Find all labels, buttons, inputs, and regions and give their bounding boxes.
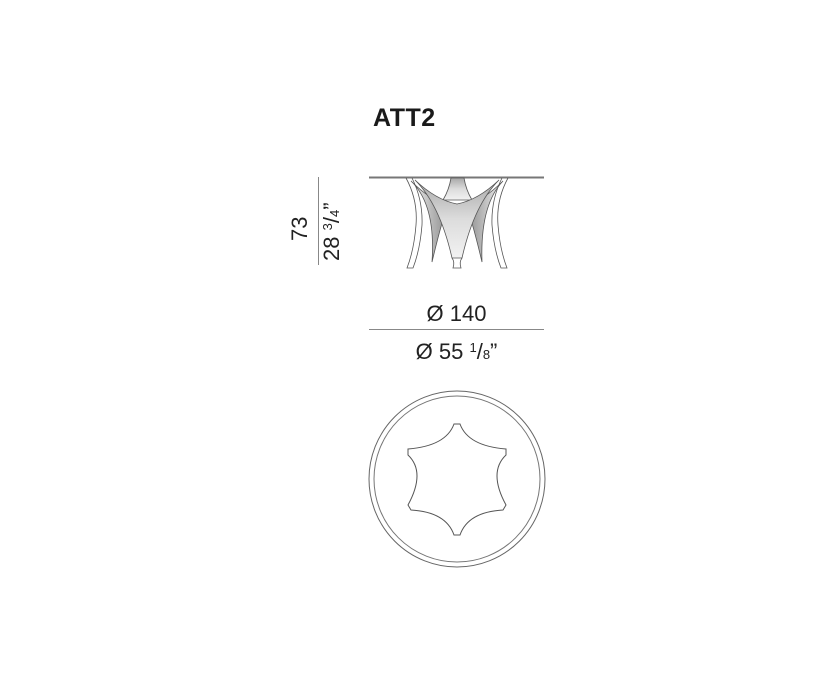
right-leg [491,177,509,269]
diameter-metric: Ø 140 [426,301,487,326]
table-top-inner-edge [373,395,541,563]
side-elevation [369,176,544,269]
diameter-dimension-rule [369,329,544,330]
diameter-dimension: Ø 140 Ø 55 1/8” [369,301,544,368]
height-dimension: 73 28 3/4” [287,177,347,267]
inch-mark: ” [490,339,498,364]
product-code-title: ATT2 [373,104,436,132]
center-web [414,179,500,259]
front-leg [451,257,463,269]
diameter-imperial: Ø 55 1/8” [415,339,498,364]
back-leg [442,177,473,201]
diameter-imperial-numerator: 1 [469,340,477,355]
plan-view [368,390,546,568]
base-star-outline [407,423,507,536]
table-top-outer-edge [368,390,546,568]
left-leg [405,177,423,269]
diameter-imperial-denominator: 8 [482,347,491,362]
height-dimension-rule [318,177,319,265]
diameter-imperial-whole: Ø 55 [415,339,464,364]
